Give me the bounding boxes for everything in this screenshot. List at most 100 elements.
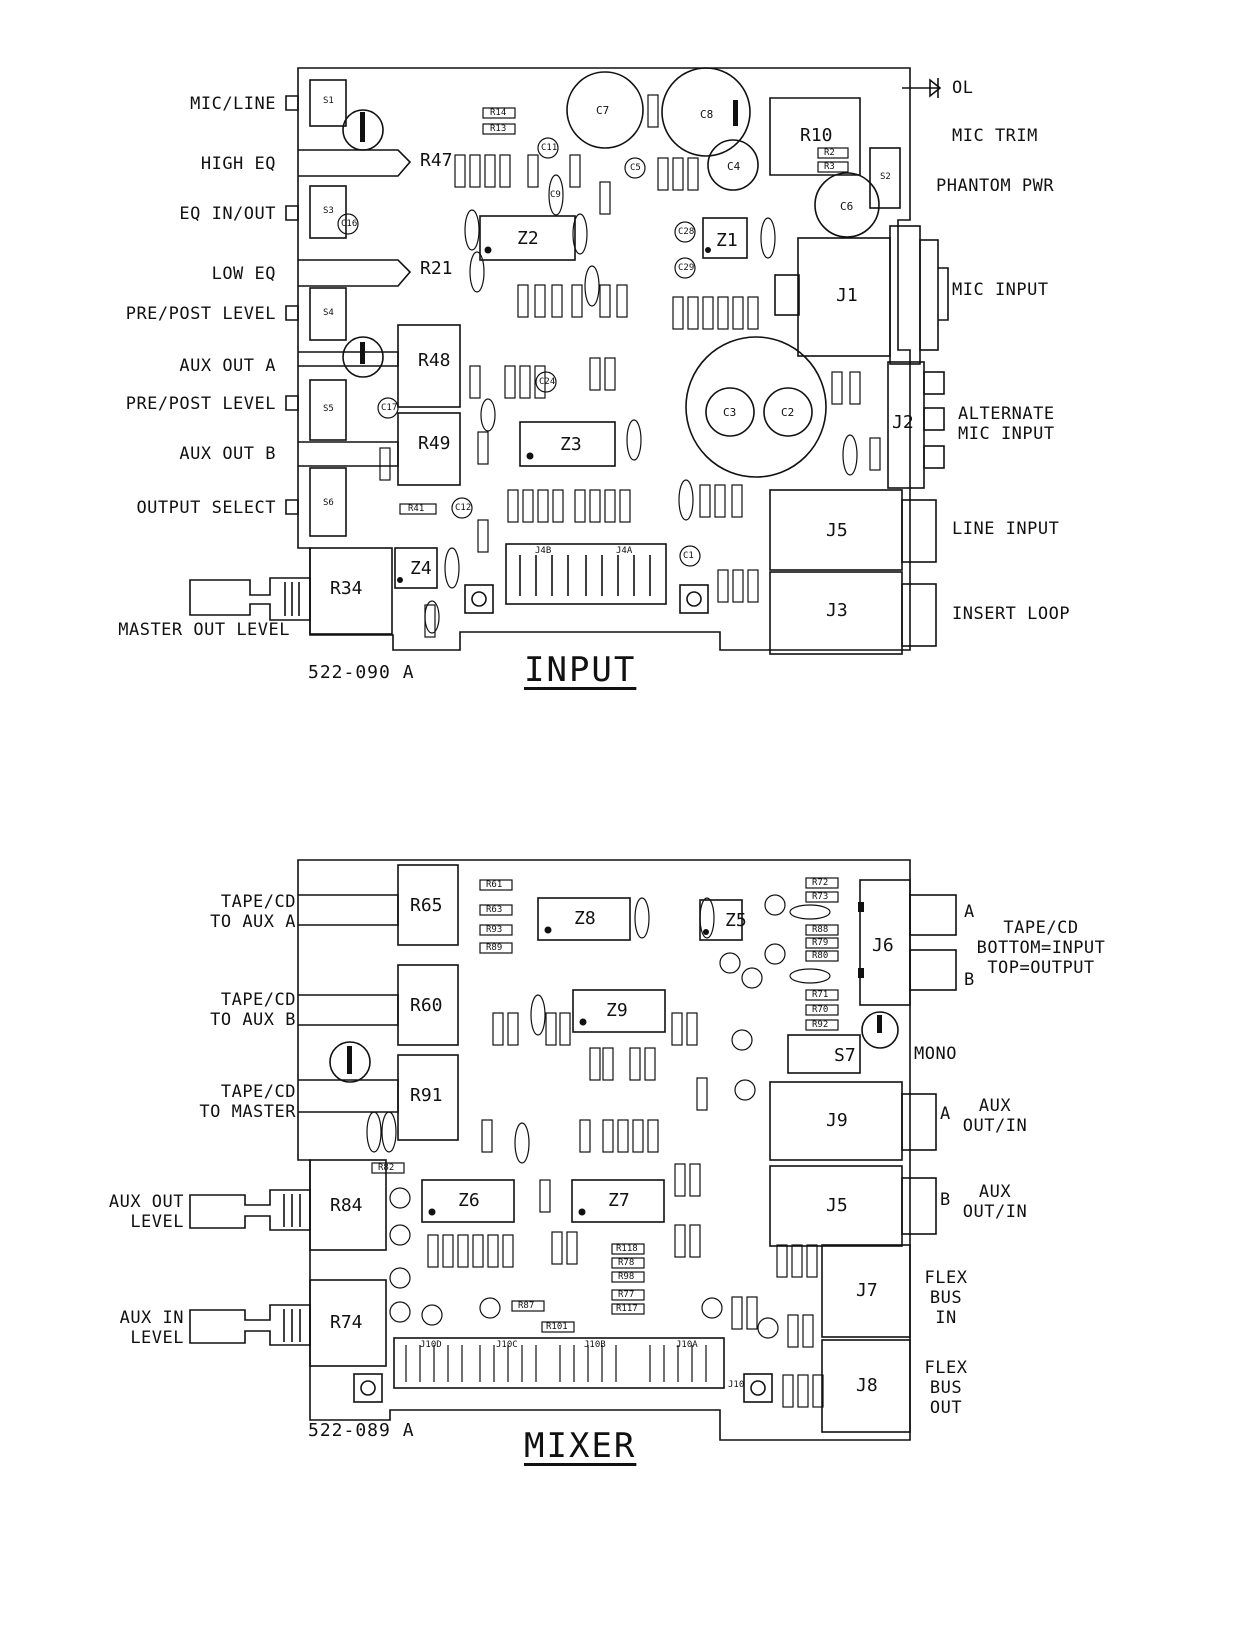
- r71-label: R71: [812, 990, 829, 1000]
- j3-label: J3: [826, 600, 848, 621]
- j9-label: J9: [826, 1110, 848, 1131]
- label-master-out-level: MASTER OUT LEVEL: [118, 620, 290, 640]
- input-board-drawing: [189, 67, 949, 655]
- j4b-label: J4B: [535, 546, 552, 556]
- j10a-label: J10A: [676, 1340, 698, 1350]
- r13-label: R13: [490, 124, 507, 134]
- z7-label: Z8: [574, 908, 596, 929]
- c2-label: C2: [781, 406, 795, 419]
- mixer-board: Z8 Z5 Z9 Z6 Z7 R65 R60 R91 R84 R74 J5 J6…: [0, 850, 1236, 1650]
- z3-label: Z3: [560, 434, 582, 455]
- z2-body: [479, 215, 576, 261]
- r88-label: R88: [812, 925, 829, 935]
- z9-body: [572, 989, 666, 1033]
- r10-label: R10: [800, 125, 833, 146]
- c22-label: C28: [678, 227, 695, 237]
- label-high-eq: HIGH EQ: [200, 154, 276, 174]
- r63-label: R63: [486, 905, 503, 915]
- z6-label: Z6: [458, 1190, 480, 1211]
- label-alternate-mic-input: ALTERNATE MIC INPUT: [958, 404, 1055, 444]
- j4a-label: J4A: [616, 546, 633, 556]
- j7-body: [821, 1244, 911, 1338]
- label-line-input: LINE INPUT: [952, 519, 1060, 539]
- j2-label: J2: [892, 412, 914, 433]
- r82-label: R82: [378, 1163, 395, 1173]
- r70-label: R70: [812, 1005, 829, 1015]
- j10d-label: J10D: [420, 1340, 442, 1350]
- label-mono: MONO: [914, 1044, 957, 1064]
- master-out-knob: [189, 577, 311, 621]
- c16-label: C16: [341, 219, 358, 229]
- r77-label: R77: [618, 1290, 635, 1300]
- label-tape-cd-to-master: TAPE/CD TO MASTER: [199, 1082, 296, 1122]
- label-insert-loop: INSERT LOOP: [952, 604, 1071, 624]
- r21-label: R21: [420, 258, 453, 279]
- s2-label: S2: [880, 172, 891, 182]
- label-aux-out-b: AUX OUT B: [179, 444, 276, 464]
- r48-label: R48: [418, 350, 451, 371]
- c21-label: C12: [455, 503, 472, 513]
- j5-label: J5: [826, 520, 848, 541]
- r49-body: [397, 412, 461, 486]
- r47-label: R47: [420, 150, 453, 171]
- r91-label: R91: [410, 1085, 443, 1106]
- z3-body: [519, 421, 616, 467]
- r87-label: R87: [518, 1301, 535, 1311]
- z2-label: Z2: [517, 228, 539, 249]
- r2-label: R2: [824, 148, 835, 158]
- c20-label: C17: [381, 403, 398, 413]
- r3-label: R3: [824, 162, 835, 172]
- label-aux-in-level: AUX IN LEVEL: [119, 1308, 184, 1348]
- j1-label: J1: [836, 285, 858, 306]
- mixer-board-title: MIXER: [524, 1426, 637, 1466]
- j6-label: J6: [872, 935, 894, 956]
- label-eq-in-out: EQ IN/OUT: [179, 204, 276, 224]
- input-board: Z2 Z3 Z1 Z4 J1 J2 J3 J5 R10 R21 R47 R48 …: [0, 0, 1236, 800]
- mixer-board-drawing: [189, 859, 957, 1441]
- s7-body: [787, 1034, 861, 1074]
- label-tape-cd-to-aux-a: TAPE/CD TO AUX A: [210, 892, 296, 932]
- s5-label: S5: [323, 404, 334, 414]
- j10-label: J10: [728, 1380, 745, 1390]
- c5-label: C5: [630, 163, 641, 173]
- r61-label: R61: [486, 880, 503, 890]
- r89-label: R89: [486, 943, 503, 953]
- j8-body: [821, 1339, 911, 1433]
- j10b-label: J10B: [584, 1340, 606, 1350]
- z9-label: Z9: [606, 1000, 628, 1021]
- c11-label: C11: [541, 143, 558, 153]
- r80-label: R80: [812, 951, 829, 961]
- r93-label: R93: [486, 925, 503, 935]
- r118-label: R118: [616, 1244, 638, 1254]
- label-pre-post-level-a: PRE/POST LEVEL: [125, 304, 276, 324]
- j7-label: J7: [856, 1280, 878, 1301]
- c7-label: C7: [596, 104, 610, 117]
- label-j6-a: A: [964, 902, 975, 922]
- z8-label: Z7: [608, 1190, 630, 1211]
- z1-label: Z1: [716, 230, 738, 251]
- r72-label: R72: [812, 878, 829, 888]
- r78-label: R78: [618, 1258, 635, 1268]
- r41-label: R41: [408, 504, 425, 514]
- label-tape-cd-jack: TAPE/CD BOTTOM=INPUT TOP=OUTPUT: [976, 918, 1106, 978]
- z4-body: [394, 547, 438, 589]
- z1-body: [702, 217, 748, 259]
- r65-label: R65: [410, 895, 443, 916]
- z8-body: [571, 1179, 665, 1223]
- s6-label: S6: [323, 498, 334, 508]
- j10c-label: J10C: [496, 1340, 518, 1350]
- r98-label: R98: [618, 1272, 635, 1282]
- z7-body: [537, 897, 631, 941]
- label-tape-cd-to-aux-b: TAPE/CD TO AUX B: [210, 990, 296, 1030]
- r117-label: R117: [616, 1304, 638, 1314]
- label-flex-bus-in: FLEX BUS IN: [924, 1268, 968, 1328]
- c19-label: C24: [539, 377, 556, 387]
- label-aux-out-in-b: AUX OUT/IN: [962, 1182, 1028, 1222]
- label-aux-out-level: AUX OUT LEVEL: [108, 1192, 184, 1232]
- label-output-select: OUTPUT SELECT: [136, 498, 276, 518]
- r79-label: R79: [812, 938, 829, 948]
- c23-label: C29: [678, 263, 695, 273]
- j5-mixer-label: J5: [826, 1195, 848, 1216]
- label-mic-input: MIC INPUT: [952, 280, 1049, 300]
- r14-label: R14: [490, 108, 507, 118]
